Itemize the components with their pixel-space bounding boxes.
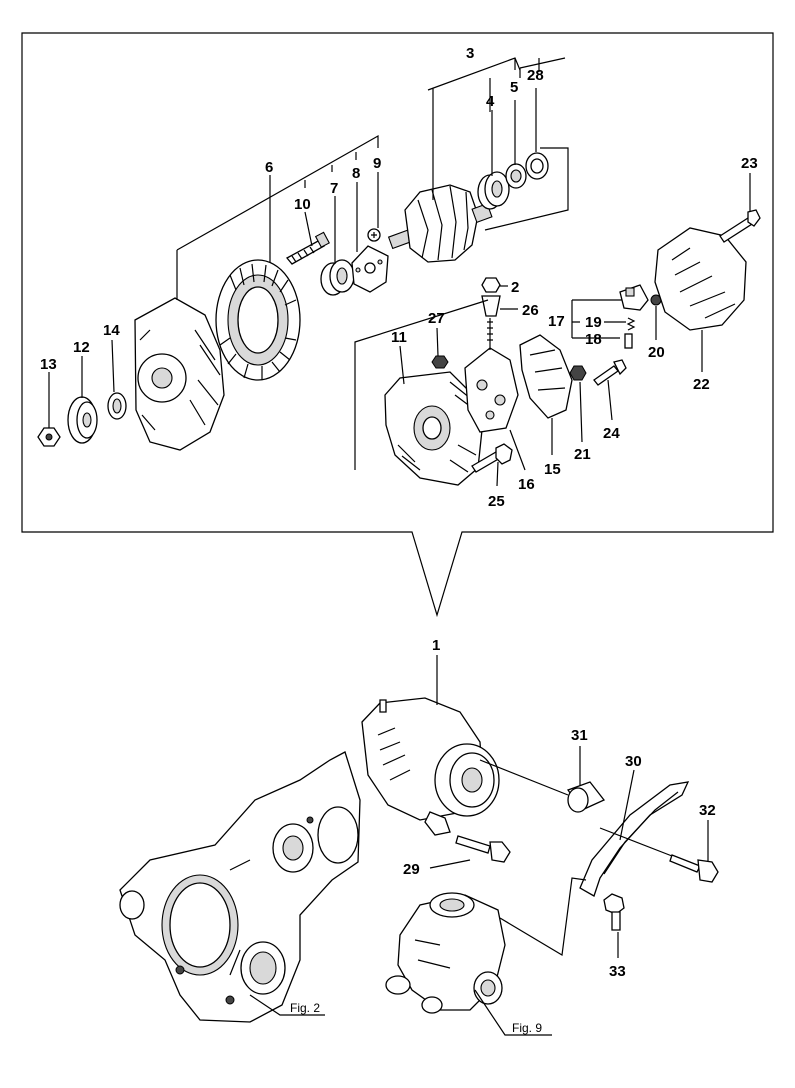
label-24: 24 <box>603 425 620 442</box>
part-5-cover <box>505 163 527 189</box>
part-11-rear-housing <box>384 371 483 486</box>
leader-32-axis <box>599 827 673 857</box>
label-23: 23 <box>741 155 758 172</box>
label-11: 11 <box>391 329 407 346</box>
part-10-stud-bolt <box>285 231 330 265</box>
label-6: 6 <box>265 159 273 176</box>
fig2-leader <box>249 994 325 1016</box>
bracket-3-right <box>519 57 566 78</box>
part-17-brush-holder <box>619 284 649 311</box>
part-8-retainer-plate <box>351 245 389 293</box>
label-3: 3 <box>466 45 474 62</box>
bracket-rotor-rear <box>484 147 569 231</box>
label-27: 27 <box>428 310 445 327</box>
part-9-screw <box>367 228 381 242</box>
part-7-bearing <box>320 259 355 296</box>
label-32: 32 <box>699 802 716 819</box>
label-33: 33 <box>609 963 626 980</box>
part-25-bolt <box>471 443 513 473</box>
leader-14 <box>111 339 115 393</box>
bracket-6 <box>176 134 379 300</box>
part-14-spacer <box>107 392 127 420</box>
fig9-reference: Fig. 9 <box>512 1021 542 1035</box>
leader-29 <box>429 859 471 869</box>
label-16: 16 <box>518 476 535 493</box>
label-17: 17 <box>548 313 565 330</box>
label-13: 13 <box>40 356 57 373</box>
label-2: 2 <box>511 279 519 296</box>
leader-21 <box>579 381 583 443</box>
leader-24 <box>607 379 613 421</box>
label-12: 12 <box>73 339 90 356</box>
label-21: 21 <box>574 446 591 463</box>
bracket-3 <box>427 57 540 200</box>
part-27-nut <box>431 355 449 369</box>
part-28-ring <box>525 152 549 180</box>
detail-inset-frame <box>21 32 774 618</box>
label-5: 5 <box>510 79 518 96</box>
bracket-rear <box>354 299 489 470</box>
leader-27 <box>436 327 439 357</box>
label-20: 20 <box>648 344 665 361</box>
label-8: 8 <box>352 165 360 182</box>
part-18-brush <box>624 333 633 349</box>
label-26: 26 <box>522 302 539 319</box>
label-29: 29 <box>403 861 420 878</box>
label-28: 28 <box>527 67 544 84</box>
part-13-nut <box>37 427 61 447</box>
part-31-collar <box>566 781 606 813</box>
bracket-17 <box>571 299 626 339</box>
part-12-pulley <box>67 396 98 444</box>
leader-30 <box>619 769 635 841</box>
water-pump <box>385 892 506 1014</box>
part-21-nut <box>569 365 587 381</box>
label-25: 25 <box>488 493 505 510</box>
part-32-bolt <box>669 854 719 883</box>
part-1-alternator <box>361 697 500 836</box>
label-30: 30 <box>625 753 642 770</box>
part-2-nut <box>481 277 501 293</box>
part-16-rectifier <box>464 318 519 433</box>
label-9: 9 <box>373 155 381 172</box>
part-6-stator <box>215 259 301 381</box>
part-22-rear-cover <box>654 227 747 331</box>
part-23-bolt <box>719 209 761 243</box>
label-14: 14 <box>103 322 120 339</box>
part-19-spring <box>626 317 636 331</box>
label-22: 22 <box>693 376 710 393</box>
label-19: 19 <box>585 314 602 331</box>
part-30-adjusting-bar <box>579 781 690 897</box>
part-33-bolt <box>603 893 625 931</box>
part-4-bearing <box>477 171 510 210</box>
belt-line <box>479 759 569 796</box>
fig2-reference: Fig. 2 <box>290 1001 320 1015</box>
fig9-leader <box>474 989 552 1036</box>
label-4: 4 <box>486 93 495 110</box>
fig9-link <box>499 877 587 956</box>
part-24-bolt <box>593 359 627 386</box>
label-15: 15 <box>544 461 561 478</box>
timing-gear-case <box>119 751 361 1023</box>
part-26-insulator <box>481 295 501 317</box>
leader-10 <box>304 211 313 247</box>
leader-11 <box>399 345 405 385</box>
part-29-bolt <box>455 835 511 863</box>
leader-25 <box>496 461 499 487</box>
label-1: 1 <box>432 637 440 654</box>
label-18: 18 <box>585 331 602 348</box>
label-31: 31 <box>571 727 588 744</box>
part-3-rotor <box>387 184 493 263</box>
label-7: 7 <box>330 180 338 197</box>
leader-16 <box>509 429 526 471</box>
label-10: 10 <box>294 196 311 213</box>
part-15-regulator <box>519 334 573 419</box>
front-housing <box>134 297 225 451</box>
